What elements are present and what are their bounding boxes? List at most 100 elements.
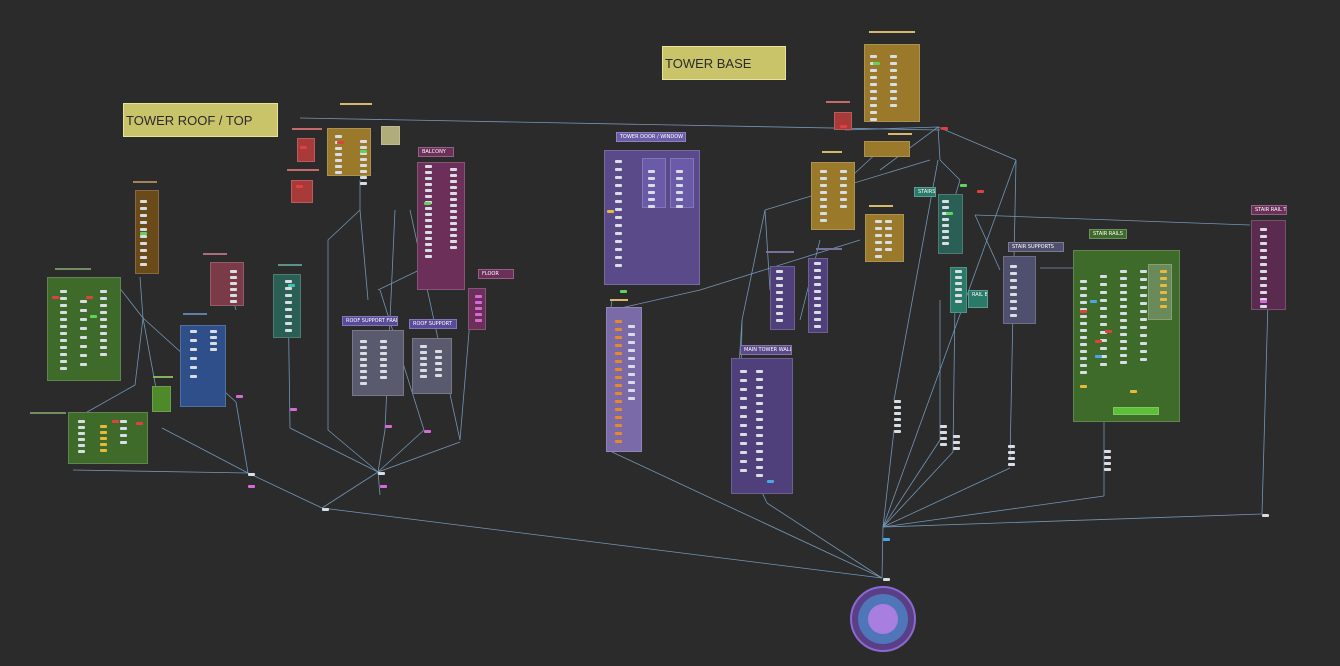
graph-node[interactable] [285,315,292,318]
graph-node[interactable] [953,447,960,450]
graph-node[interactable] [80,300,87,303]
graph-node[interactable] [1104,462,1111,465]
graph-node[interactable] [360,152,367,155]
graph-node[interactable] [1120,270,1127,273]
graph-node[interactable] [425,213,432,216]
graph-node[interactable] [756,450,763,453]
graph-node[interactable] [80,363,87,366]
graph-node[interactable] [953,441,960,444]
graph-node[interactable] [288,284,295,287]
graph-node[interactable] [450,168,457,171]
group-tag-rail-base[interactable]: RAIL BASE [968,290,988,308]
graph-node[interactable] [1010,272,1017,275]
graph-node[interactable] [955,270,962,273]
graph-node[interactable] [80,345,87,348]
graph-node[interactable] [942,236,949,239]
group-tag-green-bottom[interactable] [30,412,66,414]
graph-node[interactable] [740,397,747,400]
graph-node[interactable] [290,408,297,411]
group-left-column[interactable] [135,190,159,274]
graph-node[interactable] [1080,301,1087,304]
graph-node[interactable] [615,416,622,419]
graph-node[interactable] [615,216,622,219]
graph-node[interactable] [941,127,948,130]
graph-node[interactable] [335,165,342,168]
graph-node[interactable] [1095,340,1102,343]
graph-node[interactable] [1160,277,1167,280]
group-tag-main-tower-wall[interactable]: MAIN TOWER WALL [740,345,792,355]
group-tag-balcony[interactable]: BALCONY [418,147,454,157]
graph-node[interactable] [450,180,457,183]
graph-node[interactable] [1120,333,1127,336]
graph-node[interactable] [890,90,897,93]
graph-node[interactable] [380,370,387,373]
graph-node[interactable] [1140,302,1147,305]
graph-node[interactable] [425,177,432,180]
graph-node[interactable] [870,118,877,121]
graph-node[interactable] [425,243,432,246]
group-tag-teal-left[interactable] [278,264,302,266]
graph-node[interactable] [1140,310,1147,313]
graph-node[interactable] [435,374,442,377]
graph-node[interactable] [615,160,622,163]
graph-node[interactable] [1120,284,1127,287]
graph-node[interactable] [942,212,949,215]
group-gold-mid[interactable] [864,141,910,157]
graph-node[interactable] [86,296,93,299]
graph-node[interactable] [100,437,107,440]
graph-node[interactable] [820,205,827,208]
graph-node[interactable] [1120,277,1127,280]
graph-node[interactable] [756,370,763,373]
graph-node[interactable] [1140,334,1147,337]
graph-node[interactable] [360,140,367,143]
graph-node[interactable] [360,182,367,185]
graph-node[interactable] [870,83,877,86]
graph-node[interactable] [424,430,431,433]
graph-node[interactable] [360,358,367,361]
graph-node[interactable] [814,297,821,300]
graph-node[interactable] [615,336,622,339]
graph-node[interactable] [1104,450,1111,453]
graph-node[interactable] [740,388,747,391]
graph-node[interactable] [977,190,984,193]
graph-node[interactable] [942,218,949,221]
graph-node[interactable] [615,440,622,443]
graph-node[interactable] [890,76,897,79]
graph-node[interactable] [1104,468,1111,471]
graph-node[interactable] [756,394,763,397]
graph-node[interactable] [230,270,237,273]
graph-node[interactable] [80,309,87,312]
graph-node[interactable] [420,363,427,366]
graph-node[interactable] [953,435,960,438]
graph-node[interactable] [425,207,432,210]
graph-node[interactable] [450,186,457,189]
graph-node[interactable] [435,362,442,365]
graph-node[interactable] [648,205,655,208]
graph-node[interactable] [425,225,432,228]
group-tag-purple-a[interactable] [766,251,794,253]
graph-node[interactable] [450,204,457,207]
graph-node[interactable] [100,339,107,342]
graph-node[interactable] [450,246,457,249]
graph-node[interactable] [875,241,882,244]
graph-node[interactable] [628,333,635,336]
graph-node[interactable] [820,177,827,180]
graph-node[interactable] [776,305,783,308]
graph-node[interactable] [1140,318,1147,321]
graph-node[interactable] [1260,277,1267,280]
graph-node[interactable] [894,430,901,433]
graph-node[interactable] [1140,278,1147,281]
graph-node[interactable] [885,220,892,223]
graph-node[interactable] [776,312,783,315]
graph-node[interactable] [380,340,387,343]
graph-node[interactable] [1160,291,1167,294]
graph-node[interactable] [60,339,67,342]
graph-node[interactable] [190,375,197,378]
graph-node[interactable] [1104,456,1111,459]
graph-node[interactable] [840,170,847,173]
graph-node[interactable] [1100,347,1107,350]
graph-node[interactable] [620,290,627,293]
group-tag-red-right[interactable] [826,101,850,103]
graph-node[interactable] [1120,347,1127,350]
graph-node[interactable] [1080,329,1087,332]
